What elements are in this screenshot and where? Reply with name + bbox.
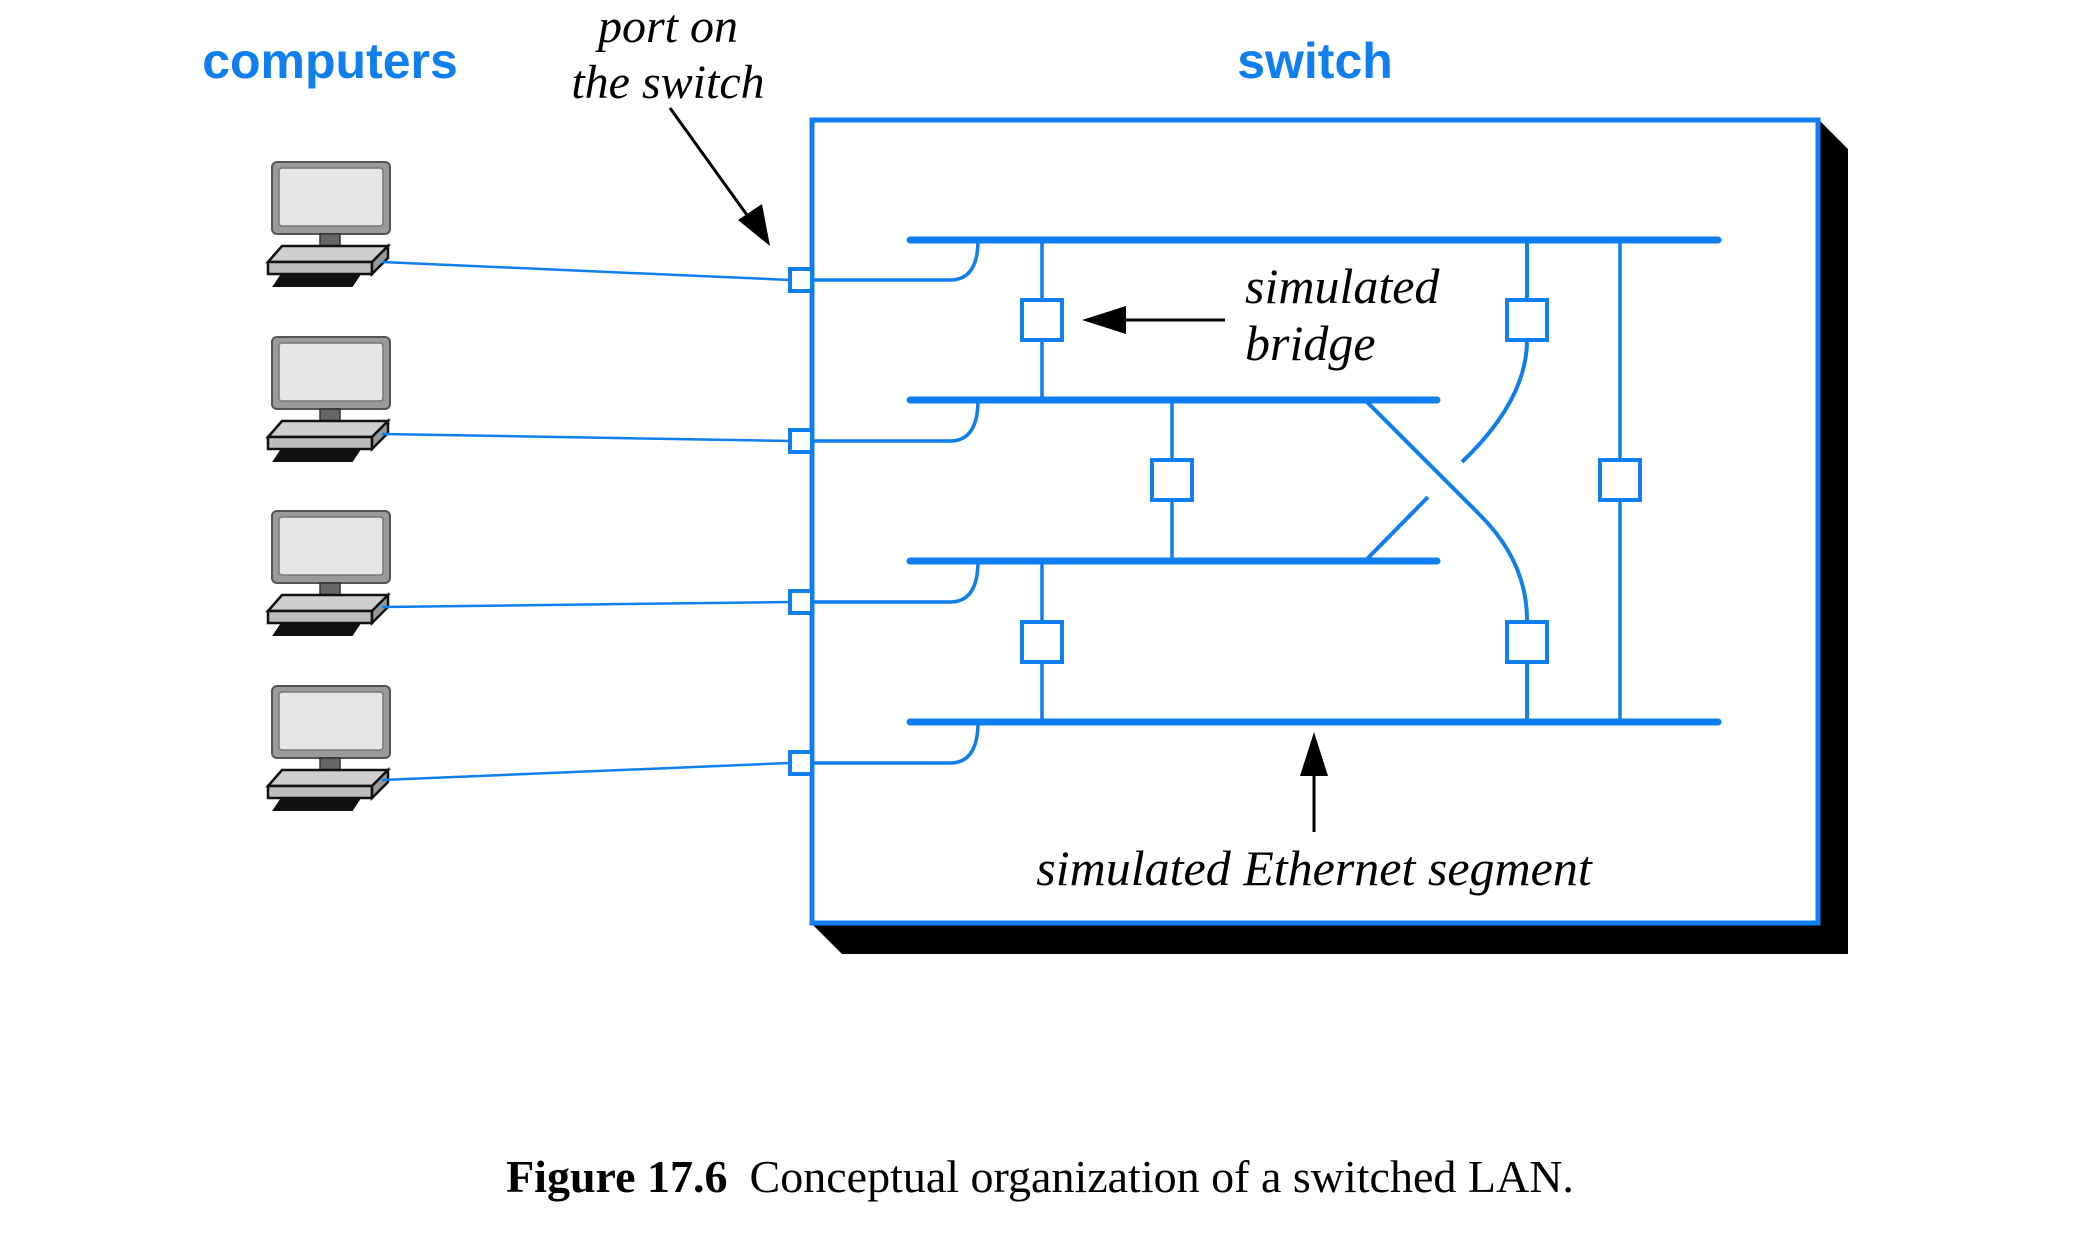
monitor-stand <box>319 408 341 422</box>
monitor-screen <box>278 691 384 751</box>
bridge-connector-cross <box>1460 240 1529 464</box>
computer-icon <box>265 161 392 287</box>
base-front <box>266 609 374 625</box>
computer-port-link <box>381 600 791 609</box>
switch-port <box>788 750 814 776</box>
base-side <box>370 242 390 278</box>
switch-port <box>788 589 814 615</box>
bridge-connector-cross <box>1363 495 1430 563</box>
simulated-bridge <box>1020 298 1064 342</box>
base-front <box>266 435 374 451</box>
computer-group <box>265 161 392 811</box>
bridge-connector-cross <box>1363 398 1529 722</box>
simulated-bridge <box>1505 620 1549 664</box>
port-pointer-arrow <box>668 107 754 223</box>
simulated-bridge <box>1020 620 1064 664</box>
port-segment-connector <box>812 399 980 443</box>
base-front <box>266 784 374 800</box>
monitor-screen <box>278 342 384 402</box>
port-segment-connector <box>812 560 980 604</box>
base-top <box>265 244 392 264</box>
port-arrowhead <box>738 204 770 246</box>
switch-box <box>809 117 1821 926</box>
base-front <box>266 260 374 276</box>
port-segment-connector <box>812 239 980 282</box>
simulated-bridge <box>1150 458 1194 502</box>
caption-number: Figure 17.6 <box>506 1151 727 1202</box>
keyboard <box>272 797 362 811</box>
computer-links <box>381 260 814 782</box>
computer-port-link <box>381 761 791 782</box>
keyboard <box>272 273 362 287</box>
caption-text: Conceptual organization of a switched LA… <box>750 1151 1574 1202</box>
bridge-arrowhead <box>1082 306 1126 334</box>
monitor-stand <box>319 582 341 596</box>
segment-label: simulated Ethernet segment <box>1036 840 1593 896</box>
base-top <box>265 419 392 439</box>
port-label-line1: port on <box>595 0 738 53</box>
monitor-screen <box>278 167 384 227</box>
computer-icon <box>265 336 392 462</box>
figure-caption: Figure 17.6 Conceptual organization of a … <box>506 1151 1574 1202</box>
base-top <box>265 593 392 613</box>
switch-port <box>788 267 814 293</box>
port-segment-connector <box>812 721 980 765</box>
keyboard <box>272 622 362 636</box>
segment-arrowhead <box>1300 732 1328 776</box>
computer-port-link <box>381 432 791 443</box>
computer-port-link <box>381 260 791 282</box>
base-top <box>265 768 392 788</box>
simulated-bridge <box>1505 298 1549 342</box>
monitor-stand <box>319 233 341 247</box>
bridge-label-line2: bridge <box>1245 315 1376 371</box>
computer-icon <box>265 685 392 811</box>
computer-icon <box>265 510 392 636</box>
base-side <box>370 766 390 802</box>
simulated-bridge <box>1598 458 1642 502</box>
monitor-screen <box>278 516 384 576</box>
switch-port <box>788 428 814 454</box>
computers-label: computers <box>202 33 458 89</box>
switch-label: switch <box>1237 33 1393 89</box>
keyboard <box>272 448 362 462</box>
bridge-label-line1: simulated <box>1245 258 1440 314</box>
monitor-stand <box>319 757 341 771</box>
port-label-line2: the switch <box>571 56 764 109</box>
switch-internals <box>812 236 1722 765</box>
